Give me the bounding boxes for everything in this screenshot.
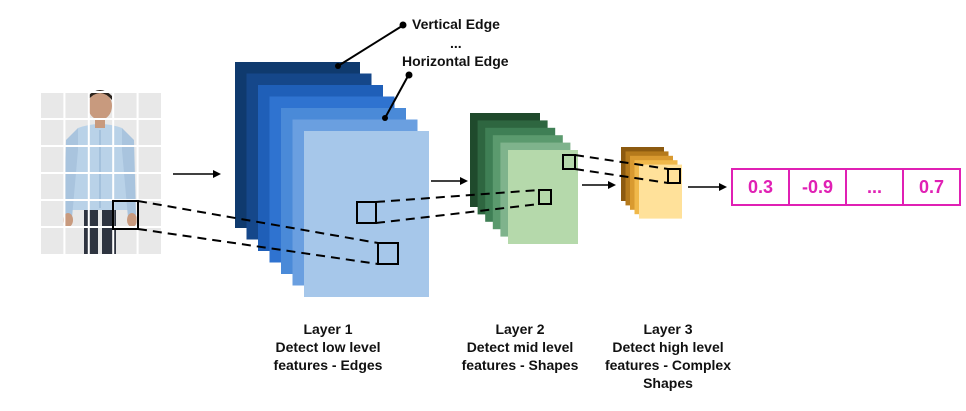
edge-ellipsis-label: ... [450,35,462,51]
layer2-caption: Layer 2 Detect mid level features - Shap… [440,320,600,374]
dashed-connections [137,154,669,265]
layer2-map-6 [508,150,578,244]
arrow-layer2-to-layer3 [582,181,616,189]
layer2-receptive-field-b [562,154,576,170]
layer2-receptive-field-a [538,189,552,205]
layer1-receptive-field-b [377,242,399,265]
layer1-line2: features - Edges [273,357,383,373]
input-receptive-field [112,200,139,230]
output-vector: 0.3 -0.9 ... 0.7 [731,168,961,206]
vertical-edge-dot-start [335,63,341,69]
layer3-line3: Shapes [643,375,693,391]
layer1-feature-maps [235,62,429,297]
layer2-line2: features - Shapes [461,357,579,373]
output-value-ellipsis: ... [847,170,904,204]
horizontal-edge-dot-start [382,115,388,121]
layer2-line1: Detect mid level [466,339,574,355]
layer3-caption: Layer 3 Detect high level features - Com… [590,320,746,392]
layer1-receptive-field-a [356,201,377,224]
layer1-map-7 [304,131,429,297]
input-image [39,90,163,256]
layer3-line2: features - Complex [604,357,732,373]
layer3-feature-maps [621,147,682,219]
arrow-layer1-to-layer2 [431,177,468,185]
layer1-caption: Layer 1 Detect low level features - Edge… [248,320,408,374]
output-value-n: 0.7 [918,176,945,197]
layer1-line1: Detect low level [275,339,381,355]
layer3-map-5 [639,164,682,219]
vertical-edge-dot-end [399,21,407,29]
horizontal-edge-label: Horizontal Edge [402,53,509,69]
edge-pointer-lines [337,25,409,119]
output-value-2: -0.9 [790,170,847,204]
layer2-feature-maps [470,113,578,244]
layer1-title: Layer 1 [303,321,353,337]
layer3-receptive-field [667,168,681,184]
horizontal-edge-dot-end [405,71,413,79]
arrow-input-to-layer1 [173,170,221,178]
output-value-1: 0.3 [733,170,790,204]
arrow-layer3-to-output [688,183,727,191]
layer3-title: Layer 3 [643,321,693,337]
vertical-edge-label: Vertical Edge [412,16,500,32]
layer2-title: Layer 2 [495,321,545,337]
layer3-line1: Detect high level [612,339,724,355]
